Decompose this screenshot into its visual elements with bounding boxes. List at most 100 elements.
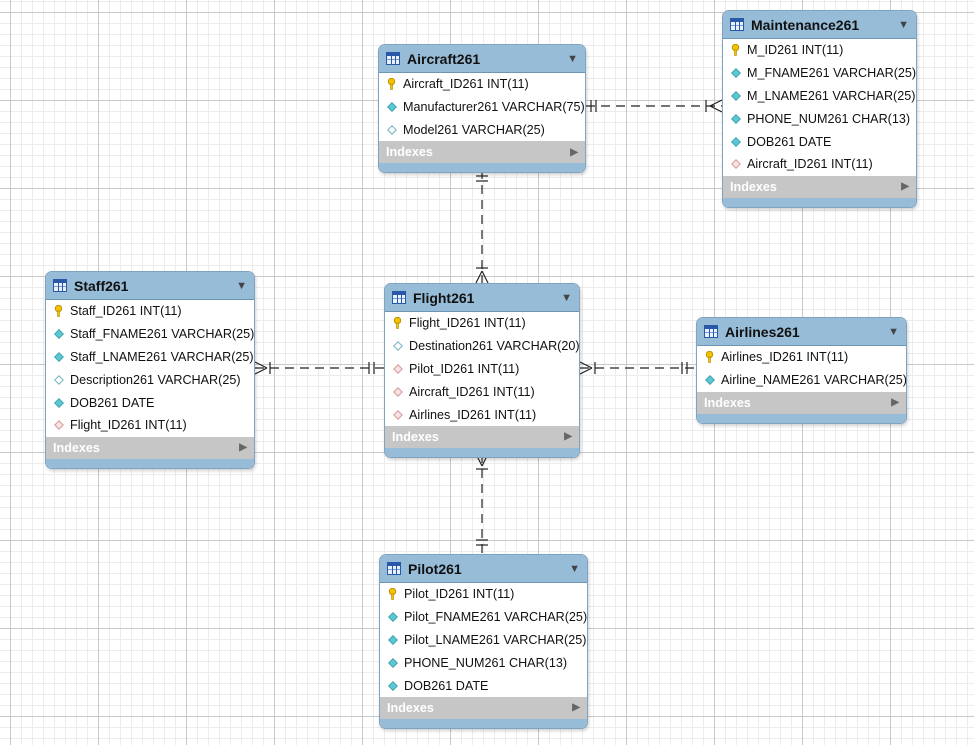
indexes-label: Indexes (386, 145, 433, 160)
column-label: Staff_FNAME261 VARCHAR(25) (70, 327, 255, 342)
table-icon (386, 52, 400, 65)
column-row[interactable]: PHONE_NUM261 CHAR(13) (723, 107, 916, 130)
column-label: Destination261 VARCHAR(20) (409, 339, 580, 354)
indexes-section[interactable]: Indexes ▶ (379, 141, 585, 164)
column-row[interactable]: Pilot_ID261 INT(11) (380, 583, 587, 606)
expand-triangle-icon[interactable]: ▶ (564, 431, 572, 443)
table-header[interactable]: Flight261 ▼ (385, 284, 579, 312)
expand-triangle-icon[interactable]: ▶ (901, 181, 909, 193)
column-icon (387, 634, 398, 645)
table-header[interactable]: Pilot261 ▼ (380, 555, 587, 583)
column-label: PHONE_NUM261 CHAR(13) (747, 111, 911, 126)
pilot-table[interactable]: Pilot261 ▼ Pilot_ID261 INT(11)Pilot_FNAM… (379, 554, 588, 729)
column-row[interactable]: Staff_LNAME261 VARCHAR(25) (46, 346, 254, 369)
indexes-section[interactable]: Indexes ▶ (385, 425, 579, 448)
column-row[interactable]: Aircraft_ID261 INT(11) (723, 153, 916, 176)
table-title: Maintenance261 (751, 16, 860, 33)
column-icon (387, 657, 398, 668)
column-label: Description261 VARCHAR(25) (70, 372, 241, 387)
column-row[interactable]: Model261 VARCHAR(25) (379, 119, 585, 142)
column-row[interactable]: Flight_ID261 INT(11) (385, 312, 579, 335)
table-icon (387, 562, 401, 575)
column-label: DOB261 DATE (404, 678, 489, 693)
column-row[interactable]: Airlines_ID261 INT(11) (697, 346, 906, 369)
collapse-triangle-icon[interactable]: ▼ (567, 52, 578, 65)
relationship-aircraft-maintenance (586, 99, 723, 113)
collapse-triangle-icon[interactable]: ▼ (236, 279, 247, 292)
foreign-key-icon (392, 409, 403, 420)
table-header[interactable]: Staff261 ▼ (46, 272, 254, 300)
column-row[interactable]: M_FNAME261 VARCHAR(25) (723, 62, 916, 85)
column-label: Pilot_ID261 INT(11) (409, 361, 520, 376)
expand-triangle-icon[interactable]: ▶ (572, 702, 580, 714)
expand-triangle-icon[interactable]: ▶ (891, 397, 899, 409)
flight-table[interactable]: Flight261 ▼ Flight_ID261 INT(11) Destinat… (384, 283, 580, 458)
column-row[interactable]: Staff_FNAME261 VARCHAR(25) (46, 323, 254, 346)
column-row[interactable]: Aircraft_ID261 INT(11) (379, 73, 585, 96)
table-footer (379, 163, 585, 173)
column-row[interactable]: DOB261 DATE (723, 130, 916, 153)
staff-table[interactable]: Staff261 ▼ Staff_ID261 INT(11) Staff_FNAM… (45, 271, 255, 469)
column-row[interactable]: Pilot_FNAME261 VARCHAR(25) (380, 606, 587, 629)
table-footer (385, 447, 579, 457)
table-footer (697, 413, 906, 423)
table-header[interactable]: Airlines261 ▼ (697, 318, 906, 346)
indexes-section[interactable]: Indexes ▶ (380, 696, 587, 719)
airlines-table[interactable]: Airlines261 ▼ Airlines_ID261 INT(11)Airl… (696, 317, 907, 424)
column-label: DOB261 DATE (747, 134, 832, 149)
table-footer (380, 718, 587, 728)
aircraft-table[interactable]: Aircraft261 ▼ Aircraft_ID261 INT(11)Manu… (378, 44, 586, 174)
column-row[interactable]: Aircraft_ID261 INT(11) (385, 380, 579, 403)
column-label: Aircraft_ID261 INT(11) (409, 384, 535, 399)
table-footer (46, 458, 254, 468)
table-icon (730, 18, 744, 31)
maintenance-table[interactable]: Maintenance261 ▼ M_ID261 INT(11) M_FNAME2… (722, 10, 917, 208)
column-label: Flight_ID261 INT(11) (70, 418, 187, 433)
table-title: Staff261 (74, 277, 129, 294)
nullable-column-icon (392, 341, 403, 352)
column-row[interactable]: Pilot_ID261 INT(11) (385, 358, 579, 381)
column-icon (53, 351, 64, 362)
column-label: Pilot_LNAME261 VARCHAR(25) (404, 632, 587, 647)
column-row[interactable]: DOB261 DATE (46, 391, 254, 414)
column-row[interactable]: PHONE_NUM261 CHAR(13) (380, 651, 587, 674)
column-label: PHONE_NUM261 CHAR(13) (404, 655, 568, 670)
column-label: Airline_NAME261 VARCHAR(25) (721, 373, 907, 388)
column-label: Airlines_ID261 INT(11) (721, 350, 849, 365)
relationship-pilot-flight (475, 453, 489, 555)
column-row[interactable]: M_ID261 INT(11) (723, 39, 916, 62)
column-row[interactable]: Description261 VARCHAR(25) (46, 368, 254, 391)
column-label: Staff_LNAME261 VARCHAR(25) (70, 349, 254, 364)
column-label: M_ID261 INT(11) (747, 43, 844, 58)
indexes-section[interactable]: Indexes ▶ (697, 391, 906, 414)
column-icon (730, 68, 741, 79)
column-row[interactable]: Airline_NAME261 VARCHAR(25) (697, 369, 906, 392)
collapse-triangle-icon[interactable]: ▼ (569, 562, 580, 575)
column-row[interactable]: Pilot_LNAME261 VARCHAR(25) (380, 629, 587, 652)
table-header[interactable]: Maintenance261 ▼ (723, 11, 916, 39)
indexes-section[interactable]: Indexes ▶ (46, 436, 254, 459)
expand-triangle-icon[interactable]: ▶ (239, 442, 247, 454)
column-icon (730, 113, 741, 124)
column-row[interactable]: Flight_ID261 INT(11) (46, 414, 254, 437)
column-row[interactable]: DOB261 DATE (380, 674, 587, 697)
column-row[interactable]: Destination261 VARCHAR(20) (385, 335, 579, 358)
table-header[interactable]: Aircraft261 ▼ (379, 45, 585, 73)
key-icon (730, 44, 741, 57)
column-row[interactable]: Staff_ID261 INT(11) (46, 300, 254, 323)
collapse-triangle-icon[interactable]: ▼ (898, 18, 909, 31)
collapse-triangle-icon[interactable]: ▼ (888, 325, 899, 338)
column-row[interactable]: Airlines_ID261 INT(11) (385, 403, 579, 426)
relationship-aircraft-flight (475, 170, 489, 284)
column-label: M_FNAME261 VARCHAR(25) (747, 66, 917, 81)
column-list: Staff_ID261 INT(11) Staff_FNAME261 VARCHA… (46, 300, 254, 437)
indexes-section[interactable]: Indexes ▶ (723, 175, 916, 198)
expand-triangle-icon[interactable]: ▶ (570, 146, 578, 158)
column-list: Pilot_ID261 INT(11)Pilot_FNAME261 VARCHA… (380, 583, 587, 697)
column-row[interactable]: Manufacturer261 VARCHAR(75) (379, 96, 585, 119)
column-list: Airlines_ID261 INT(11) Airline_NAME261 VA… (697, 346, 906, 392)
column-label: M_LNAME261 VARCHAR(25) (747, 88, 916, 103)
column-row[interactable]: M_LNAME261 VARCHAR(25) (723, 85, 916, 108)
collapse-triangle-icon[interactable]: ▼ (561, 291, 572, 304)
